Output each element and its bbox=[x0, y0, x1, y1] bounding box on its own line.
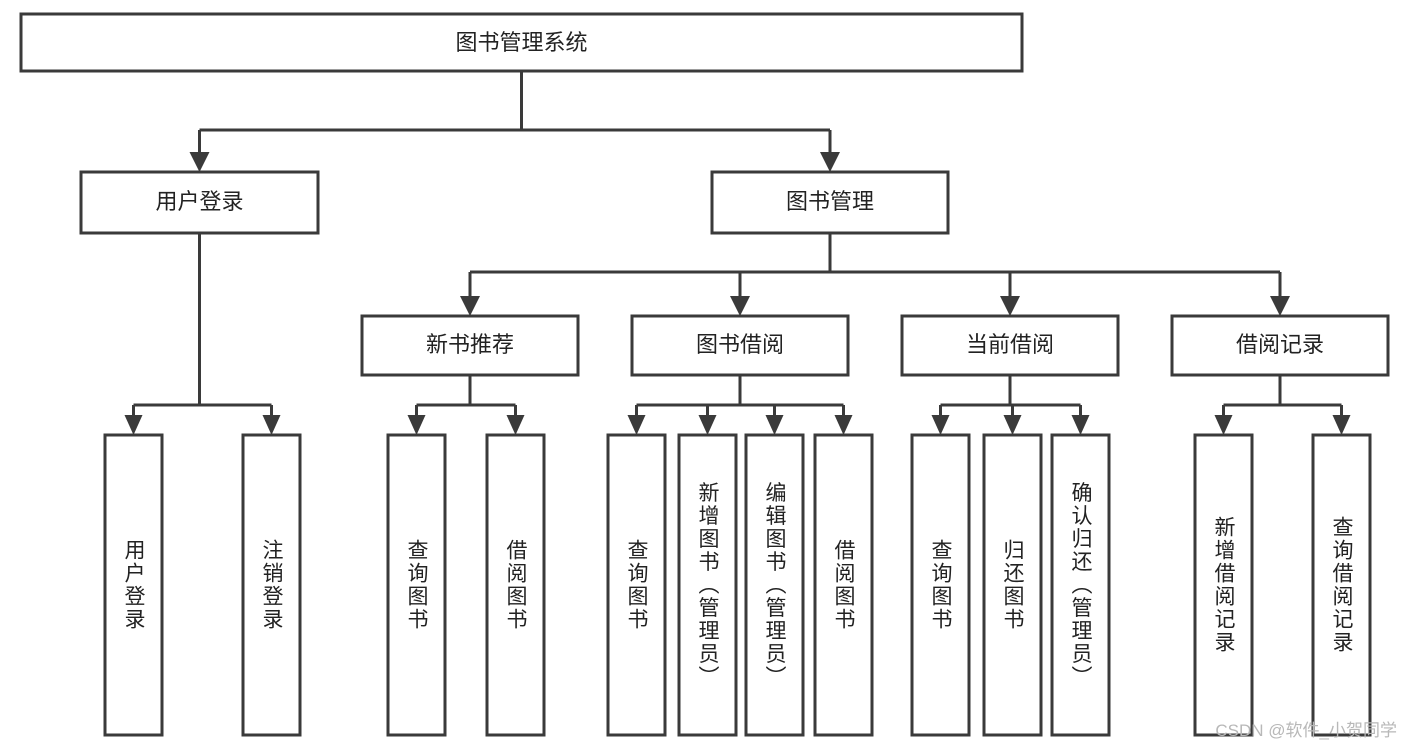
node-current-borrow-box[interactable] bbox=[900, 314, 1120, 377]
node-leaf-query-record-box[interactable] bbox=[1311, 433, 1372, 737]
node-layer: 图书管理系统 用户登录 图书管理 新书推荐 图书借阅 当前 bbox=[19, 12, 1390, 737]
node-leaf-user-logout-box[interactable] bbox=[241, 433, 302, 737]
node-leaf-user-logout-label: 注销登录 bbox=[260, 539, 284, 631]
arrow-head-leaf-query-book-3 bbox=[931, 415, 950, 435]
node-current-borrow-label: 当前借阅 bbox=[966, 332, 1054, 357]
arrow-head-leaf-confirm-return bbox=[1071, 415, 1090, 435]
arrow-head-leaf-add-record bbox=[1214, 415, 1233, 435]
connector-borrowrecord-to-leaves bbox=[1222, 375, 1343, 415]
node-leaf-user-login[interactable]: 用户登录 bbox=[103, 433, 164, 737]
node-leaf-add-record-box[interactable] bbox=[1193, 433, 1254, 737]
arrow-head-leaf-borrow-book-2 bbox=[834, 415, 853, 435]
node-book-manage-box[interactable] bbox=[710, 170, 950, 235]
node-leaf-borrow-book-1-box[interactable] bbox=[485, 433, 546, 737]
node-leaf-query-book-1[interactable]: 查询图书 bbox=[386, 433, 447, 737]
arrow-head-leaf-add-book bbox=[698, 415, 717, 435]
node-leaf-user-login-label: 用户登录 bbox=[122, 539, 146, 631]
connector-bookborrow-to-leaves bbox=[635, 375, 845, 415]
arrow-head-leaf-borrow-book-1 bbox=[506, 415, 525, 435]
node-leaf-user-logout[interactable]: 注销登录 bbox=[241, 433, 302, 737]
connector-root-to-level2 bbox=[198, 71, 832, 152]
node-leaf-query-book-1-label: 查询图书 bbox=[405, 539, 429, 631]
node-user-login-box[interactable] bbox=[79, 170, 320, 235]
node-root-label: 图书管理系统 bbox=[455, 30, 587, 55]
node-current-borrow[interactable]: 当前借阅 bbox=[900, 314, 1120, 377]
node-leaf-query-record-label: 查询借阅记录 bbox=[1330, 516, 1354, 654]
node-book-manage-label: 图书管理 bbox=[786, 189, 874, 214]
node-borrow-record-label: 借阅记录 bbox=[1236, 332, 1324, 357]
node-leaf-user-login-box[interactable] bbox=[103, 433, 164, 737]
arrow-head-new-book-recommend bbox=[460, 296, 480, 316]
node-leaf-query-book-2-box[interactable] bbox=[606, 433, 667, 737]
node-leaf-query-book-3-box[interactable] bbox=[910, 433, 971, 737]
connector-currentborrow-to-leaves bbox=[939, 375, 1082, 415]
node-leaf-query-book-2-label: 查询图书 bbox=[625, 539, 649, 631]
node-new-book-recommend-label: 新书推荐 bbox=[426, 332, 514, 357]
arrow-head-leaf-query-record bbox=[1332, 415, 1351, 435]
node-book-borrow[interactable]: 图书借阅 bbox=[630, 314, 850, 377]
node-leaf-add-book-box[interactable] bbox=[677, 433, 738, 737]
node-new-book-recommend-box[interactable] bbox=[360, 314, 580, 377]
node-leaf-query-book-2[interactable]: 查询图书 bbox=[606, 433, 667, 737]
connector-layer bbox=[124, 71, 1351, 435]
arrow-head-borrow-record bbox=[1270, 296, 1290, 316]
connector-newbook-to-leaves bbox=[415, 375, 517, 415]
node-leaf-edit-book[interactable]: 编辑图书（管理员） bbox=[744, 433, 805, 737]
node-leaf-confirm-return[interactable]: 确认归还（管理员） bbox=[1050, 433, 1111, 737]
node-new-book-recommend[interactable]: 新书推荐 bbox=[360, 314, 580, 377]
node-leaf-borrow-book-1[interactable]: 借阅图书 bbox=[485, 433, 546, 737]
arrow-head-leaf-user-login bbox=[124, 415, 143, 435]
node-book-borrow-box[interactable] bbox=[630, 314, 850, 377]
node-leaf-borrow-book-1-label: 借阅图书 bbox=[504, 539, 528, 631]
node-leaf-return-book-label: 归还图书 bbox=[1001, 539, 1025, 631]
node-root-box[interactable] bbox=[19, 12, 1024, 73]
node-leaf-query-book-3-label: 查询图书 bbox=[929, 539, 953, 631]
arrow-head-book-manage bbox=[820, 152, 840, 172]
node-leaf-add-book[interactable]: 新增图书（管理员） bbox=[677, 433, 738, 737]
node-user-login-label: 用户登录 bbox=[155, 189, 243, 214]
arrow-head-user-login bbox=[189, 152, 210, 172]
node-leaf-return-book-box[interactable] bbox=[982, 433, 1043, 737]
arrow-head-leaf-return-book bbox=[1003, 415, 1022, 435]
node-root[interactable]: 图书管理系统 bbox=[19, 12, 1024, 73]
node-leaf-add-record[interactable]: 新增借阅记录 bbox=[1193, 433, 1254, 737]
node-leaf-add-book-label: 新增图书（管理员） bbox=[696, 482, 720, 689]
node-leaf-confirm-return-label: 确认归还（管理员） bbox=[1069, 482, 1093, 689]
node-leaf-borrow-book-2-label: 借阅图书 bbox=[832, 539, 856, 631]
node-leaf-borrow-book-2-box[interactable] bbox=[813, 433, 874, 737]
arrow-head-current-borrow bbox=[1000, 296, 1020, 316]
arrow-head-leaf-query-book-2 bbox=[627, 415, 646, 435]
connector-userlogin-to-leaves bbox=[132, 233, 273, 415]
node-leaf-return-book[interactable]: 归还图书 bbox=[982, 433, 1043, 737]
node-leaf-query-book-3[interactable]: 查询图书 bbox=[910, 433, 971, 737]
node-borrow-record-box[interactable] bbox=[1170, 314, 1390, 377]
node-leaf-add-record-label: 新增借阅记录 bbox=[1212, 516, 1236, 654]
node-user-login[interactable]: 用户登录 bbox=[79, 170, 320, 235]
node-leaf-borrow-book-2[interactable]: 借阅图书 bbox=[813, 433, 874, 737]
node-leaf-query-book-1-box[interactable] bbox=[386, 433, 447, 737]
node-book-manage[interactable]: 图书管理 bbox=[710, 170, 950, 235]
arrow-head-leaf-user-logout bbox=[262, 415, 281, 435]
node-leaf-edit-book-label: 编辑图书（管理员） bbox=[763, 482, 787, 689]
node-leaf-confirm-return-box[interactable] bbox=[1050, 433, 1111, 737]
node-book-borrow-label: 图书借阅 bbox=[696, 332, 784, 357]
node-leaf-edit-book-box[interactable] bbox=[744, 433, 805, 737]
arrow-head-leaf-edit-book bbox=[765, 415, 784, 435]
connector-bookmanage-to-level3 bbox=[468, 233, 1282, 296]
node-borrow-record[interactable]: 借阅记录 bbox=[1170, 314, 1390, 377]
arrow-head-leaf-query-book-1 bbox=[407, 415, 426, 435]
arrow-head-book-borrow bbox=[730, 296, 750, 316]
node-leaf-query-record[interactable]: 查询借阅记录 bbox=[1311, 433, 1372, 737]
